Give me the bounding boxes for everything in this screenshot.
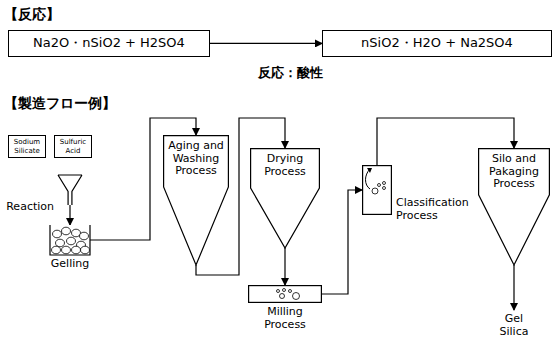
flow-connector xyxy=(322,190,362,294)
mill-node: Milling Process xyxy=(248,285,322,303)
particle xyxy=(383,182,386,185)
hopper-node: Drying Process xyxy=(250,148,320,248)
flow-connector xyxy=(69,205,70,225)
hopper-outline xyxy=(251,149,320,248)
particle xyxy=(372,188,378,194)
recycle-head xyxy=(367,168,372,173)
beaker-node: Gelling xyxy=(50,225,90,255)
output-arrow xyxy=(513,265,514,310)
funnel-outline xyxy=(58,175,82,205)
gel-bubble xyxy=(81,246,90,254)
flow-connector xyxy=(210,43,322,44)
particle xyxy=(383,187,386,190)
node-label: Drying Process xyxy=(250,148,320,178)
gel-bubble xyxy=(67,237,76,245)
node-shape xyxy=(248,285,322,303)
node-label: nSiO2・H2O + Na2SO4 xyxy=(327,36,547,51)
node-shape xyxy=(50,225,90,255)
node-label: Sulfuric Acid xyxy=(56,138,90,154)
node-label: Gelling xyxy=(40,258,100,271)
gel-bubble xyxy=(53,230,62,238)
process-box: Sodium Silicate xyxy=(8,135,46,158)
node-label: Classification Process xyxy=(396,197,476,222)
section-heading: 【反応】 xyxy=(4,6,124,22)
gel-bubble xyxy=(56,239,65,247)
section-heading: 【製造フロー例】 xyxy=(4,95,164,111)
classifier-node: Classification Process xyxy=(362,165,392,215)
gel-bubble xyxy=(62,227,71,235)
process-box: Na2O・nSiO2 + H2SO4 xyxy=(8,30,210,57)
hopper-outline xyxy=(164,136,229,265)
node-shape xyxy=(362,165,392,215)
beaker-outline xyxy=(50,225,90,255)
product-label: Gel Silica xyxy=(494,313,534,338)
particle xyxy=(280,294,285,299)
process-box: nSiO2・H2O + Na2SO4 xyxy=(322,30,552,57)
gel-bubble xyxy=(72,246,81,254)
node-label: Na2O・nSiO2 + H2SO4 xyxy=(13,36,205,51)
classifier-outline xyxy=(363,166,392,215)
funnel-node: Reaction xyxy=(58,175,82,205)
mill-outline xyxy=(249,286,322,303)
gel-bubble xyxy=(80,232,89,240)
reaction-note: 反応：酸性 xyxy=(230,66,350,81)
flow-connector xyxy=(284,248,285,285)
particle xyxy=(378,184,381,187)
node-label: Sodium Silicate xyxy=(10,138,44,154)
node-shape xyxy=(58,175,82,205)
particle xyxy=(277,290,280,293)
process-box: Sulfuric Acid xyxy=(54,135,92,158)
node-label: Aging and Washing Process xyxy=(163,135,229,178)
node-label: Reaction xyxy=(6,201,54,214)
particle xyxy=(283,289,286,292)
node-label: Silo and Pakaging Process xyxy=(478,148,550,191)
node-label: Milling Process xyxy=(255,306,315,331)
hopper-node: Silo and Pakaging Process xyxy=(478,148,550,265)
particle xyxy=(289,290,292,293)
recycle-arrow xyxy=(366,169,371,189)
gel-bubble xyxy=(52,246,61,254)
hopper-outline xyxy=(479,149,550,265)
gel-bubble xyxy=(62,246,71,254)
particle xyxy=(293,293,300,300)
hopper-node: Aging and Washing Process xyxy=(163,135,229,265)
